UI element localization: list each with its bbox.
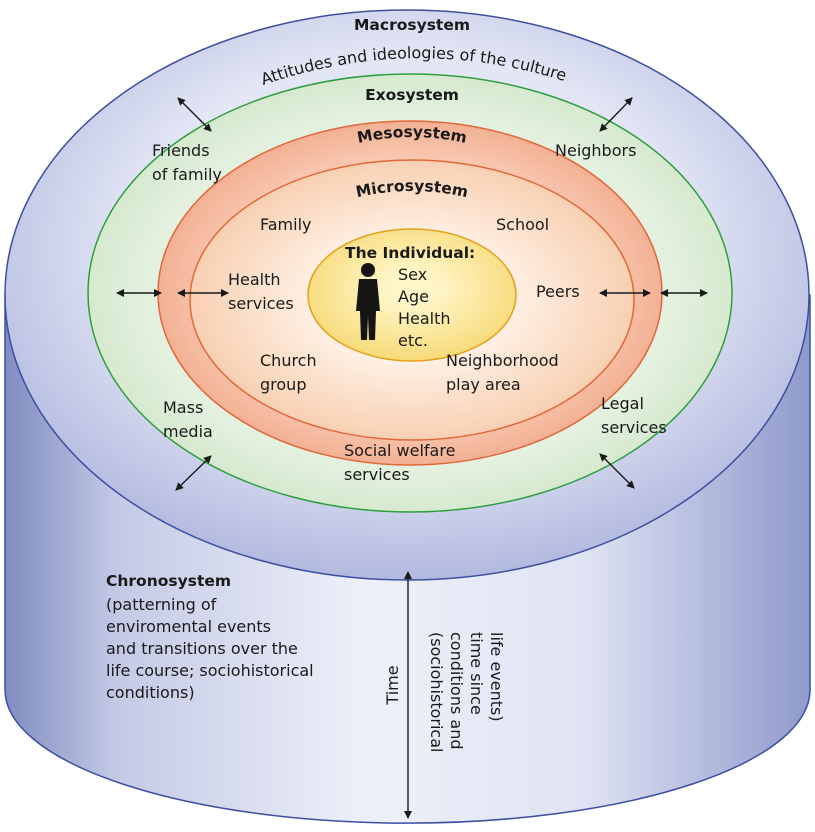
individual-traits: Sex Age Health etc. — [398, 265, 456, 350]
church-group-label: Church group — [260, 351, 322, 394]
time-axis-label: Time — [383, 665, 402, 705]
individual-title: The Individual: — [345, 244, 475, 262]
neighbors-label: Neighbors — [555, 141, 636, 160]
arrow-macro-exo-lower-right — [599, 453, 635, 489]
individual-ellipse — [307, 228, 517, 362]
social-welfare-label: Social welfare services — [344, 441, 461, 484]
school-label: School — [496, 215, 549, 234]
friends-of-family-label: Friends of family — [152, 141, 222, 184]
arrow-macro-exo-lower-left — [175, 455, 212, 491]
person-icon — [356, 263, 380, 340]
legal-services-label: Legal services — [601, 394, 667, 437]
health-services-label: Health services — [228, 270, 294, 313]
mesosystem-title: Mesosystem — [356, 123, 469, 147]
arrow-macro-exo-upper-right — [599, 97, 633, 132]
peers-label: Peers — [536, 282, 580, 301]
chronosystem-description: (patterning of enviromental events and t… — [106, 595, 319, 702]
macrosystem-title: Macrosystem — [354, 16, 470, 34]
mass-media-label: Mass media — [163, 398, 213, 441]
chronosystem-title: Chronosystem — [106, 572, 231, 590]
family-label: Family — [260, 215, 311, 234]
neighborhood-play-area-label: Neighborhood play area — [446, 351, 564, 394]
time-axis-description: (sociohistorical conditions and time sin… — [427, 632, 506, 758]
arrow-macro-exo-upper-left — [177, 97, 212, 132]
exosystem-title: Exosystem — [365, 86, 459, 104]
